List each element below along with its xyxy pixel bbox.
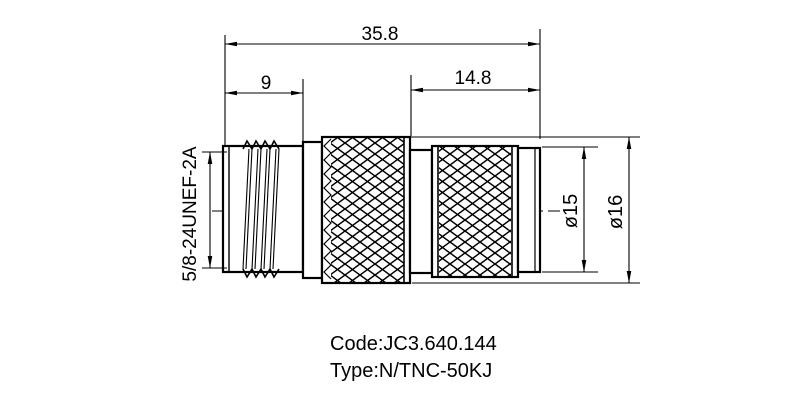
thread-hatching xyxy=(242,148,280,270)
total-length-label: 35.8 xyxy=(362,24,399,45)
caption-code: Code:JC3.640.144 xyxy=(330,333,497,355)
coupling-nut-small xyxy=(430,144,520,279)
arrowhead xyxy=(207,256,213,268)
dimension-diameter-16 xyxy=(412,136,640,284)
arrowhead xyxy=(626,271,632,283)
thread-length-label: 9 xyxy=(261,73,272,94)
dimension-plug-length xyxy=(410,75,540,138)
arrowhead xyxy=(207,152,213,164)
arrowhead xyxy=(411,87,423,93)
dimension-thread-length xyxy=(225,79,304,145)
arrowhead xyxy=(581,260,587,272)
arrowhead xyxy=(581,147,587,159)
plug-length-label: 14.8 xyxy=(455,68,492,89)
caption-block: Code:JC3.640.144 Type:N/TNC-50KJ xyxy=(330,333,497,382)
thread-spec-label: 5/8-24UNEF-2A xyxy=(180,146,201,281)
connector-body xyxy=(212,135,560,285)
dimension-total-length xyxy=(224,29,541,146)
coupling-nut-large xyxy=(320,135,412,285)
neck xyxy=(408,148,434,275)
arrowhead xyxy=(528,87,540,93)
arrowhead xyxy=(225,41,237,47)
diameter-16-label: ø16 xyxy=(605,195,627,229)
arrowhead xyxy=(291,90,303,96)
arrowhead xyxy=(626,137,632,149)
collar xyxy=(301,140,324,280)
arrowhead xyxy=(528,41,540,47)
arrowhead xyxy=(225,90,237,96)
caption-type: Type:N/TNC-50KJ xyxy=(330,360,492,382)
n-threaded-body xyxy=(221,139,305,279)
dimension-diameter-15 xyxy=(542,146,598,273)
diameter-15-label: ø15 xyxy=(560,194,582,228)
dimension-thread-spec xyxy=(202,151,227,269)
end-ring xyxy=(516,146,542,274)
knurl-edge-zigzag xyxy=(323,138,332,280)
